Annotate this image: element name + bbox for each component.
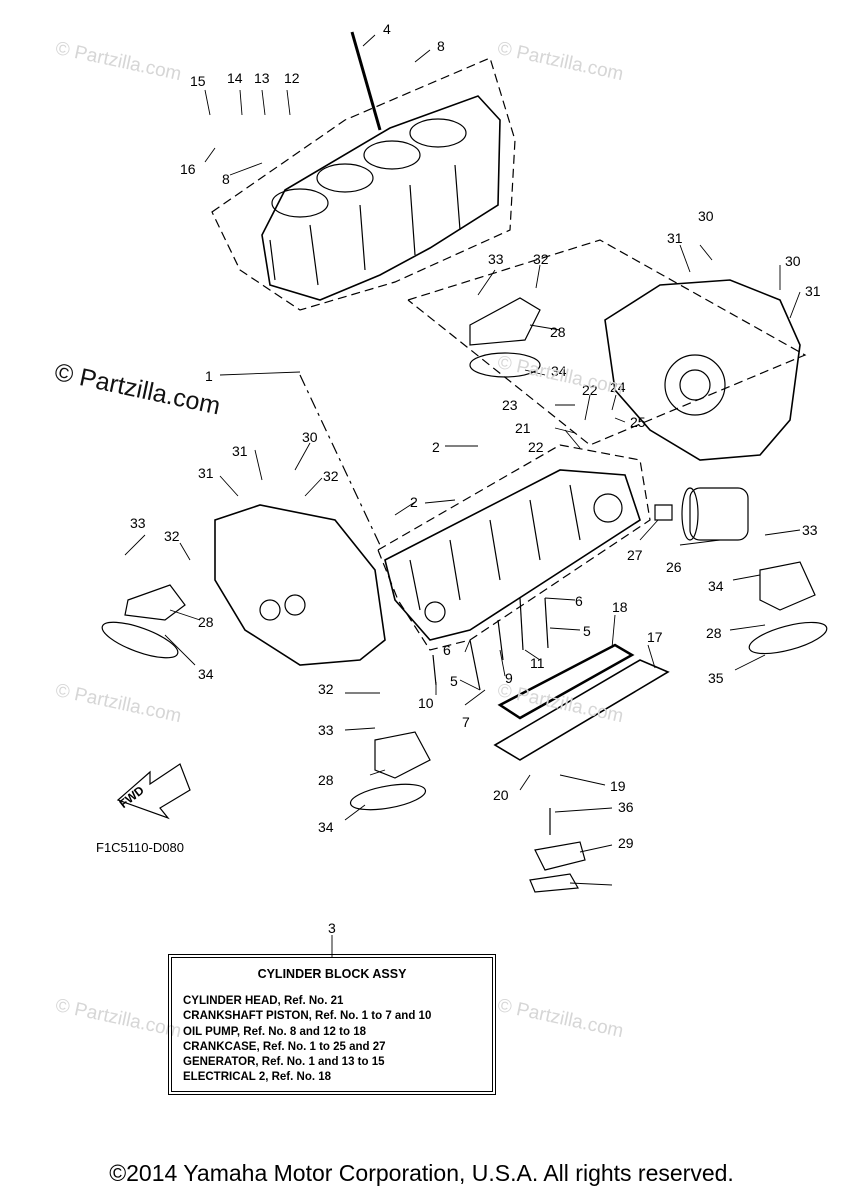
callout-labels: 1 2 2 3 4 5 5 6 6 7 8 8 9 10 11 12 13 14… (130, 21, 821, 936)
callout-8: 8 (437, 38, 445, 54)
assembly-line: CRANKSHAFT PISTON, Ref. No. 1 to 7 and 1… (183, 1010, 432, 1023)
callout-28: 28 (198, 614, 214, 630)
callout-34: 34 (198, 666, 214, 682)
callout-28: 28 (706, 625, 722, 641)
callout-33: 33 (318, 722, 334, 738)
callout-30: 30 (698, 208, 714, 224)
callout-32: 32 (318, 681, 334, 697)
callout-2: 2 (410, 494, 418, 510)
callout-31: 31 (667, 230, 683, 246)
assembly-title: CYLINDER BLOCK ASSY (257, 967, 407, 981)
leader-lines (124, 34, 801, 957)
assembly-lines: CYLINDER HEAD, Ref. No. 21 CRANKSHAFT PI… (183, 994, 431, 1086)
fwd-arrow (116, 763, 191, 820)
callout-27: 27 (627, 547, 643, 563)
callout-26: 26 (666, 559, 682, 575)
callout-30: 30 (302, 429, 318, 445)
callout-2: 2 (432, 439, 440, 455)
callout-34: 34 (318, 819, 334, 835)
callout-31: 31 (198, 465, 214, 481)
callout-3: 3 (328, 920, 336, 936)
assembly-line: CYLINDER HEAD, Ref. No. 21 (183, 995, 344, 1007)
oil-pan (493, 643, 670, 893)
callout-33: 34 (708, 578, 724, 594)
callout-7: 7 (462, 714, 470, 730)
callout-31: 32 (323, 468, 339, 484)
callout-28: 28 (318, 772, 334, 788)
callout-12: 12 (284, 70, 300, 86)
assembly-info-box: CYLINDER BLOCK ASSY CYLINDER HEAD, Ref. … (168, 954, 496, 1095)
callout-1: 1 (205, 368, 213, 384)
callout-15: 15 (190, 73, 206, 89)
callout-13: 13 (254, 70, 270, 86)
callout-25: 25 (630, 414, 646, 430)
callout-18: 18 (612, 599, 628, 615)
callout-11: 11 (530, 655, 545, 671)
copyright-footer: ©2014 Yamaha Motor Corporation, U.S.A. A… (109, 1160, 734, 1186)
callout-19: 19 (610, 778, 626, 794)
cylinder-block (211, 31, 516, 311)
callout-5: 5 (450, 673, 458, 689)
callout-4: 4 (383, 21, 391, 37)
callout-34: 34 (551, 363, 567, 379)
callout-22: 22 (528, 439, 544, 455)
callout-9: 9 (505, 670, 513, 686)
bolts (432, 597, 551, 835)
assembly-line: CRANKCASE, Ref. No. 1 to 25 and 27 (183, 1040, 386, 1053)
callout-21: 21 (515, 420, 531, 436)
callout-32: 32 (533, 251, 549, 267)
assembly-line: OIL PUMP, Ref. No. 8 and 12 to 18 (183, 1025, 366, 1038)
callout-14: 14 (227, 70, 243, 86)
callout-8: 8 (222, 171, 230, 187)
callout-35: 36 (618, 799, 634, 815)
callout-34: 35 (708, 670, 724, 686)
diagram-code: F1C5110-D080 (96, 840, 184, 855)
callout-5: 5 (583, 623, 591, 639)
crankcase (377, 444, 651, 651)
callout-30: 30 (785, 253, 801, 269)
callout-10: 10 (418, 695, 434, 711)
callout-20: 20 (493, 787, 509, 803)
callout-22: 22 (582, 382, 598, 398)
callout-17: 17 (647, 629, 663, 645)
callout-32: 32 (164, 528, 180, 544)
callout-33: 33 (488, 251, 504, 267)
callout-28: 28 (550, 324, 566, 340)
callout-6: 6 (443, 642, 451, 658)
callout-29: 29 (618, 835, 634, 851)
callout-24: 24 (610, 379, 626, 395)
assembly-line: GENERATOR, Ref. No. 1 and 13 to 15 (183, 1056, 385, 1069)
oil-filter (654, 487, 749, 541)
assembly-line: ELECTRICAL 2, Ref. No. 18 (183, 1071, 332, 1084)
callout-6: 6 (575, 593, 583, 609)
callout-32: 33 (802, 522, 818, 538)
callout-30: 31 (232, 443, 248, 459)
callout-16: 16 (180, 161, 196, 177)
generator-cover-right (407, 239, 807, 461)
cover-left (214, 374, 386, 666)
callout-31: 31 (805, 283, 821, 299)
callout-33: 33 (130, 515, 146, 531)
callout-23: 23 (502, 397, 518, 413)
